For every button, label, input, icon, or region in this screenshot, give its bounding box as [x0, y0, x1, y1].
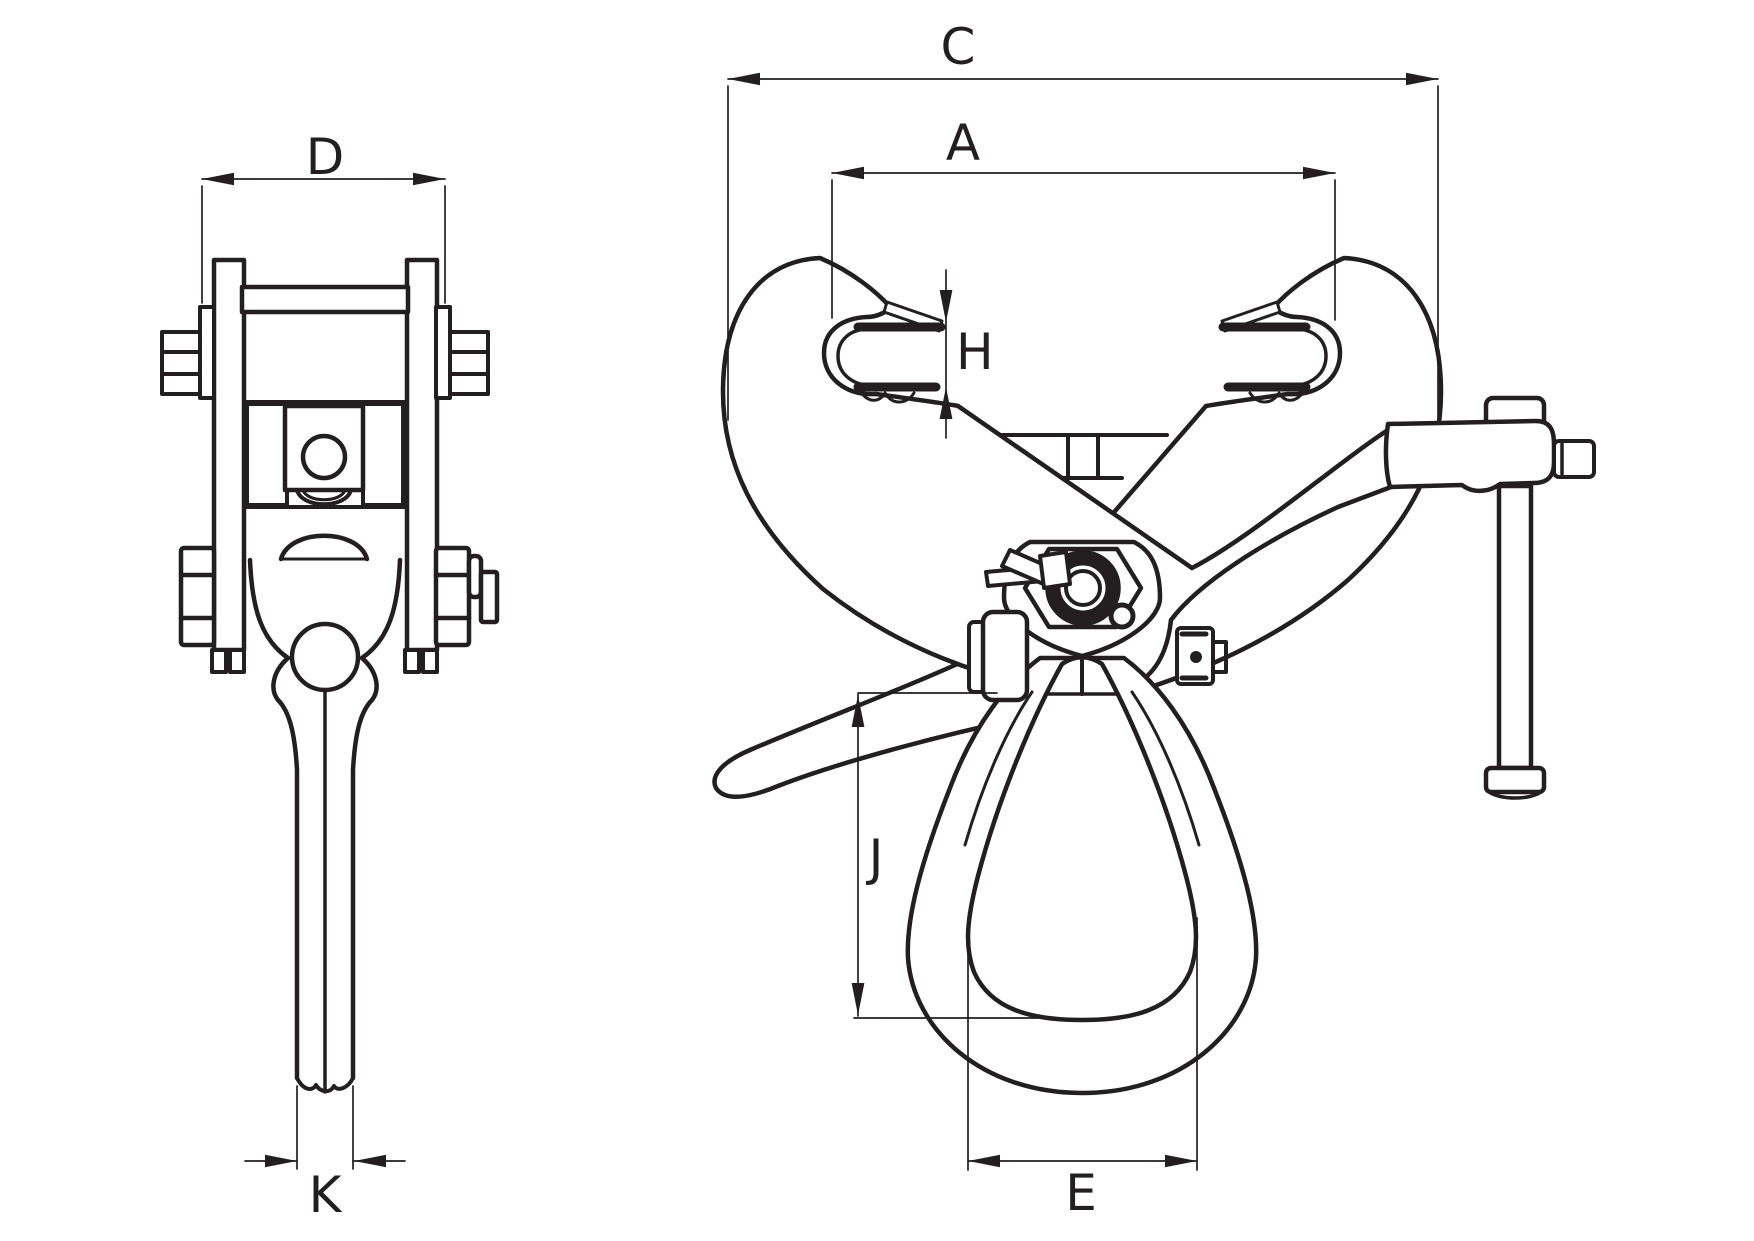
side-view [160, 257, 500, 1094]
arrow [832, 166, 864, 180]
dimension-h: H [939, 269, 994, 439]
shackle-leg-highlight-right [1130, 690, 1201, 847]
pivot-bolt-collars [160, 305, 490, 400]
pivot-assembly [967, 539, 1228, 703]
handle-knob [1483, 765, 1547, 795]
handle-knob-underside [1487, 790, 1543, 800]
arrow [851, 983, 865, 1015]
dimension-label-a: A [946, 114, 980, 172]
cotter-pin [984, 548, 1136, 630]
dimension-label-c: C [941, 18, 976, 76]
right-jaw-teeth [1248, 389, 1306, 404]
shackle-bow [905, 655, 1259, 1096]
arrow [1406, 72, 1438, 86]
dimensions: C A H J [201, 18, 1439, 1224]
arrow [968, 1154, 1000, 1168]
shackle-leg-highlight-left [963, 690, 1034, 847]
yoke-left-outline [247, 557, 300, 1081]
arrow [1303, 166, 1335, 180]
channel-right [361, 402, 405, 507]
left-jaw-details [836, 300, 946, 404]
dimension-label-k: K [309, 1166, 343, 1224]
arrow [413, 172, 445, 186]
dimension-d: D [201, 128, 446, 304]
cotter-head [1038, 550, 1072, 590]
pin-under-arc [295, 488, 353, 507]
dimension-label-j: J [866, 829, 884, 887]
spindle-body [1383, 418, 1557, 494]
dimension-a: A [831, 114, 1336, 321]
arrow [354, 1154, 386, 1168]
dimension-k: K [244, 1085, 406, 1224]
arrow [265, 1154, 297, 1168]
front-view [712, 255, 1596, 1096]
arrow [939, 387, 953, 419]
left-jaw-teeth [858, 389, 916, 404]
bolt-end-side [478, 569, 500, 625]
right-bolt-boss [1175, 626, 1228, 686]
side-plate-left [211, 257, 247, 653]
dimension-e: E [967, 917, 1198, 1222]
main-hex-nuts [178, 545, 500, 648]
handle-bar [1496, 483, 1534, 771]
channel-left [245, 402, 289, 507]
arrow [851, 695, 865, 727]
dimension-label-d: D [306, 128, 345, 186]
pin-under-arc-2 [301, 488, 347, 502]
shackle-opening [965, 655, 1199, 1023]
adjustment-spindle [1383, 395, 1596, 800]
yoke-right-outline [350, 557, 403, 1081]
spindle-hex-tip [1552, 439, 1596, 479]
dimension-j: J [851, 692, 1047, 1019]
side-plate-right [404, 257, 440, 653]
side-plate-feet [210, 648, 439, 674]
cotter-ring [1108, 602, 1136, 630]
left-boss [980, 609, 1030, 703]
pivot-pin-bore [1064, 569, 1102, 607]
arrow [202, 172, 234, 186]
arrow [1165, 1154, 1197, 1168]
stem-break-line [295, 1076, 355, 1094]
arm-left-jaw [720, 255, 1394, 691]
right-jaw-details [1218, 300, 1328, 404]
left-jaw-curl [836, 327, 872, 388]
top-cross-plate [239, 284, 411, 315]
right-jaw-curl [1292, 327, 1328, 388]
arrow [939, 290, 953, 322]
dimension-c: C [727, 18, 1439, 421]
shackle-eye [289, 621, 361, 693]
dimension-label-h: H [956, 323, 994, 381]
dimension-label-e: E [1065, 1164, 1097, 1222]
pin-hole [300, 433, 348, 481]
yoke-dome-arc [278, 533, 370, 562]
arrow [728, 72, 760, 86]
